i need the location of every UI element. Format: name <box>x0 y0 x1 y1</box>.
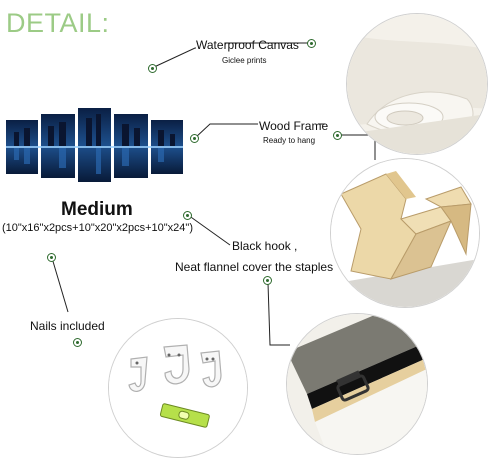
callout-dot-hook-below <box>263 276 272 285</box>
canvas-roll-image <box>346 13 488 155</box>
callout-dot-canvas-right <box>307 39 316 48</box>
feature-frame-sublabel: Ready to hang <box>263 136 316 145</box>
callout-dot-frame-right <box>333 131 342 140</box>
page-title: DETAIL: <box>6 8 110 38</box>
callout-dot-nails <box>47 253 56 262</box>
feature-hook-label: Black hook , <box>232 239 298 253</box>
canvas-panels-preview <box>4 106 184 184</box>
feature-canvas-sublabel: Giclee prints <box>222 56 267 65</box>
wood-frame-image <box>330 158 480 308</box>
size-name: Medium <box>61 199 133 220</box>
feature-frame-label: Wood Frame <box>259 119 329 133</box>
feature-canvas-label: Waterproof Canvas <box>196 38 299 52</box>
callout-dot-hook <box>183 211 192 220</box>
hooks-and-nails-image <box>108 318 248 458</box>
callout-dot-frame <box>190 134 199 143</box>
callout-dot-nails-right <box>73 338 82 347</box>
back-flannel-image <box>286 313 428 455</box>
callout-dot-canvas <box>148 64 157 73</box>
feature-hook-sublabel: Neat flannel cover the staples <box>175 260 334 274</box>
size-spec: (10"x16"x2pcs+10"x20"x2pcs+10"x24") <box>2 222 193 234</box>
feature-nails-label: Nails included <box>30 319 105 333</box>
